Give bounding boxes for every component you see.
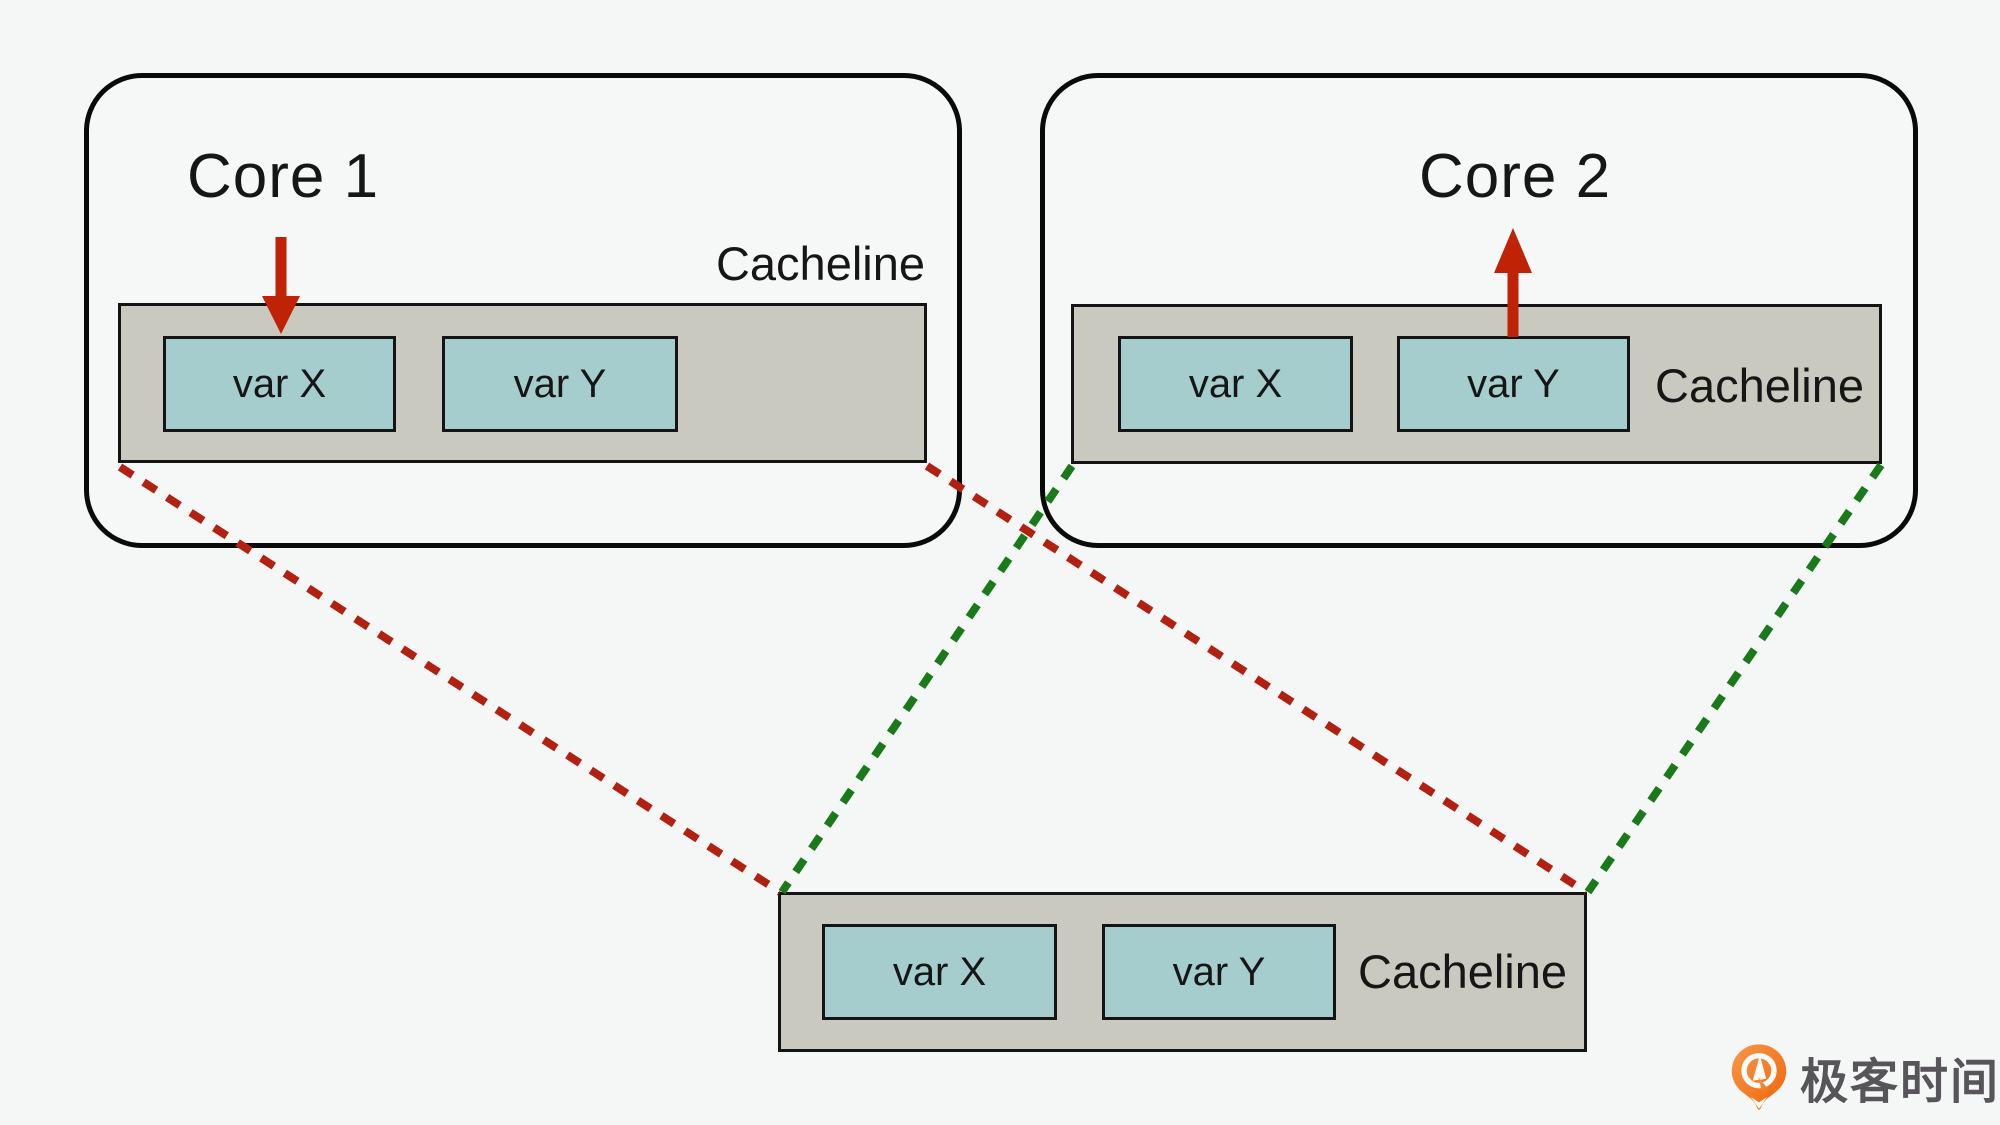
core1-title: Core 1 — [186, 142, 380, 211]
geektime-logo-icon — [1731, 1044, 1787, 1110]
core1-var-x-box: var X — [163, 336, 396, 432]
geektime-logo-text: 极客时间 — [1800, 1056, 2000, 1109]
core2-title: Core 2 — [1418, 142, 1612, 211]
logo-needle-tail — [1758, 1077, 1773, 1097]
shared-var-x-box: var X — [822, 924, 1057, 1020]
core2-var-x-box: var X — [1118, 336, 1353, 432]
shared-var-y-box: var Y — [1102, 924, 1336, 1020]
logo-needle — [1752, 1055, 1767, 1081]
core1-cacheline-label: Cacheline — [715, 237, 925, 290]
shared-var-x-label: var X — [892, 949, 987, 994]
core2-var-x-label: var X — [1188, 361, 1283, 406]
geektime-logo: 极客时间 — [1730, 1042, 2000, 1112]
shared-var-y-label: var Y — [1172, 949, 1266, 994]
shared-cacheline-label: Cacheline — [1358, 945, 1568, 998]
core2-var-y-box: var Y — [1397, 336, 1630, 432]
logo-pin-notch — [1750, 1096, 1768, 1109]
core1-var-y-box: var Y — [442, 336, 678, 432]
core2-var-y-label: var Y — [1467, 361, 1560, 406]
core2-cacheline-label: Cacheline — [1655, 359, 1865, 412]
logo-ring — [1741, 1052, 1777, 1089]
core1-var-x-label: var X — [232, 361, 327, 406]
core1-var-y-label: var Y — [513, 361, 607, 406]
